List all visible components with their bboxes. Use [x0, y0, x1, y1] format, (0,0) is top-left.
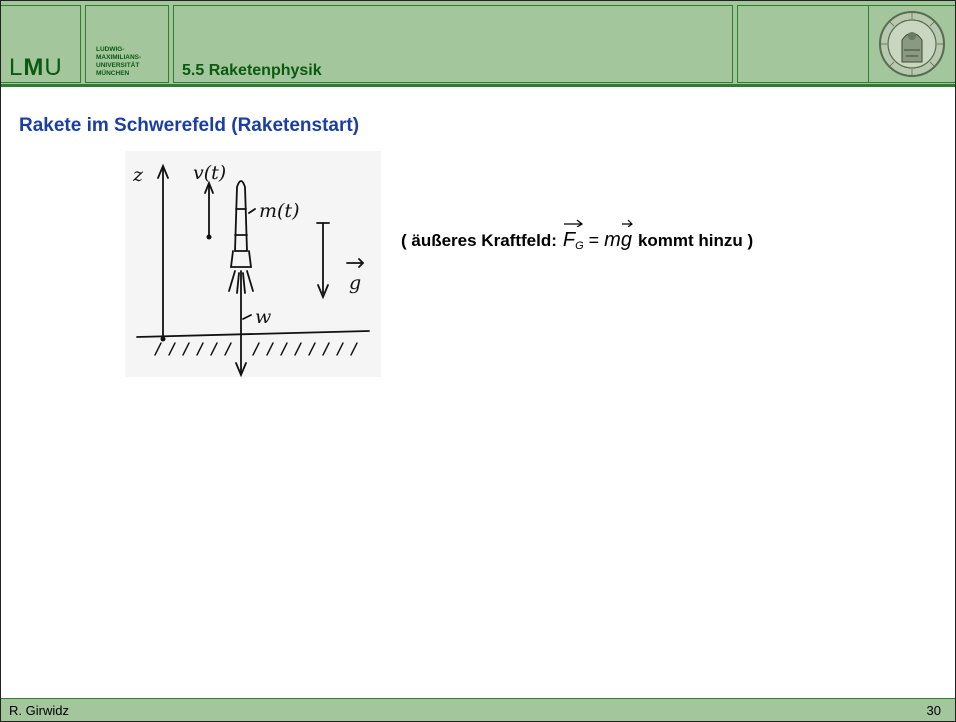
section-title: 5.5 Raketenphysik	[182, 62, 322, 79]
university-name: LUDWIG- MAXIMILIANS- UNIVERSITÄT MÜNCHEN	[96, 46, 142, 77]
gravity-formula: FG = m g	[563, 219, 633, 252]
university-seal-icon	[879, 11, 945, 77]
slide-header: LMU LUDWIG- MAXIMILIANS- UNIVERSITÄT MÜN…	[1, 1, 955, 87]
sketch-label-v: v(t)	[193, 162, 226, 184]
logo-box: LMU	[1, 5, 81, 83]
vector-arrow-icon	[563, 219, 583, 227]
rocket-sketch: z v(t) m(t) g w	[125, 151, 381, 377]
author: R. Girwidz	[9, 703, 69, 718]
slide-heading: Rakete im Schwerefeld (Raketenstart)	[19, 115, 360, 136]
seal-box	[737, 5, 955, 83]
header-spacer-box	[738, 6, 869, 82]
page-number: 30	[926, 703, 941, 718]
section-title-box: 5.5 Raketenphysik	[173, 5, 733, 83]
university-name-box: LUDWIG- MAXIMILIANS- UNIVERSITÄT MÜNCHEN	[85, 5, 169, 83]
sketch-label-z: z	[132, 164, 144, 186]
lmu-logo: LMU	[9, 54, 63, 81]
force-field-note: ( äußeres Kraftfeld: FG = m g kommt hinz…	[401, 219, 753, 252]
slide-footer: R. Girwidz 30	[1, 698, 955, 721]
sketch-label-w: w	[255, 306, 271, 328]
vector-arrow-icon	[621, 219, 633, 227]
sketch-label-m: m(t)	[259, 200, 299, 222]
sketch-label-g: g	[349, 272, 361, 294]
